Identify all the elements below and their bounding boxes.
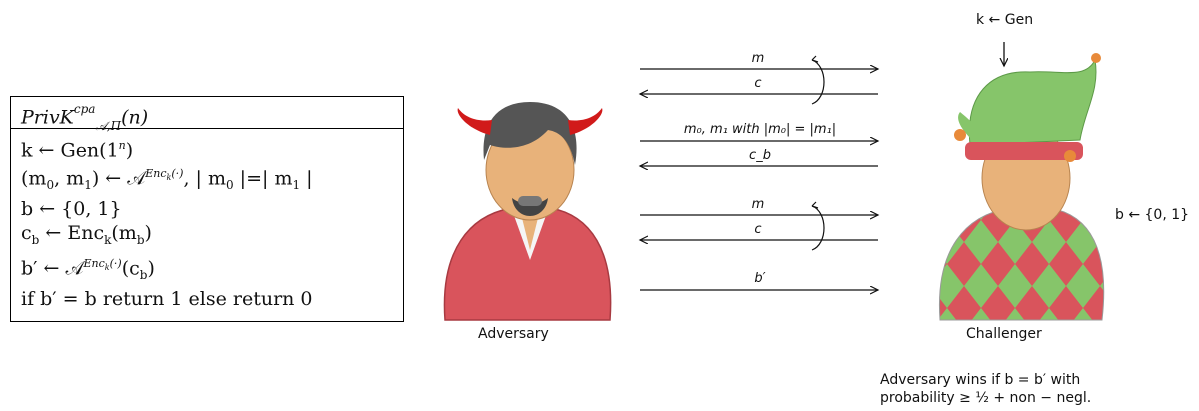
line-sub: b [139,268,148,283]
protocol-diagram: m c m₀, m₁ with |m₀| = |m₁| c_b m c b′ [443,42,1105,321]
experiment-line-challenge: cb ← Enck(mb) [11,221,403,252]
challenger-hat-band [965,142,1083,160]
loop-arc-2-head [811,201,819,209]
label-c1: c [754,76,761,91]
adversary-hair [483,102,577,165]
experiment-line-query: (m0, m1) ← 𝒜Enck(·), | m0 |=| m1 | [11,162,403,197]
loop-arc-2 [811,205,825,251]
line-sup: Enck(·) [145,167,184,183]
line-text: k ← Gen(1 [21,139,119,162]
line-text: (m [111,222,137,245]
win-condition-line2: probability ≥ ½ + non − negl. [880,390,1092,406]
line-text: , m [54,167,85,190]
adversary-horn-left [457,108,492,135]
line-sub: k [104,233,112,248]
line-text: ← Enc [39,222,105,245]
line-sub: 0 [226,178,234,193]
key-generation-label: k ← Gen [976,12,1034,28]
line-sub: b [31,233,40,248]
line-text: ) [147,257,155,280]
line-sub: 0 [46,178,55,193]
adversary-mouth [518,196,542,206]
challenger-avatar [938,53,1105,321]
line-sup-end: (·) [171,167,184,181]
experiment-line-return: if b′ = b return 1 else return 0 [11,287,403,311]
line-text: (m [21,167,47,190]
line-sup-sub: k [166,173,172,183]
message-arrows [640,55,878,290]
experiment-title-sup: cpa [73,102,96,116]
label-m1: m [752,51,765,66]
line-text: (c [121,257,140,280]
adversary-beard [512,198,548,216]
adversary-horn-right [568,108,603,135]
line-sup-sub: k [104,263,110,273]
line-text: c [21,222,32,245]
bit-choice-label: b ← {0, 1} [1115,207,1190,223]
line-text: ) ← 𝒜 [91,167,146,190]
line-sub: b [136,233,145,248]
line-text: | [300,167,313,190]
experiment-title: PrivKcpa𝒜,Π(n) [11,97,403,133]
line-text: b′ ← 𝒜 [21,257,84,280]
experiment-title-sub: 𝒜,Π [95,119,122,134]
line-sup-text: Enc [145,167,167,181]
challenger-bell-top [1091,53,1101,63]
win-condition-line1: Adversary wins if b = b′ with [880,372,1081,388]
line-text: , | m [183,167,226,190]
experiment-line-guess: b′ ← 𝒜Enck(·)(cb) [11,252,403,287]
experiment-box: PrivKcpa𝒜,Π(n) k ← Gen(1n) (m0, m1) ← 𝒜E… [10,96,404,322]
line-text: ) [125,139,134,162]
line-sup: n [118,139,126,152]
challenger-hat-tip-left [958,112,980,140]
challenger-bell-left [954,129,966,141]
line-text: b ← {0, 1} [21,198,122,221]
label-m01: m₀, m₁ with |m₀| = |m₁| [684,122,836,137]
label-c2: c [754,222,761,237]
loop-arc-1 [811,59,825,105]
label-cb: c_b [749,148,771,163]
experiment-lines: k ← Gen(1n) (m0, m1) ← 𝒜Enck(·), | m0 |=… [11,129,403,311]
experiment-title-arg: (n) [121,106,149,129]
line-sup: Enck(·) [83,257,122,273]
adversary-label: Adversary [478,326,549,342]
line-sup-text: Enc [83,257,105,271]
label-bprime: b′ [754,271,765,286]
line-sup-end: (·) [109,257,122,271]
line-sub: 1 [292,178,301,193]
line-sub: 1 [84,178,92,193]
loop-arc-1-head [811,55,819,63]
challenger-label: Challenger [966,326,1042,342]
challenger-bell-right [1064,150,1076,162]
line-text: ) [144,222,152,245]
line-text: |=| m [233,167,293,190]
experiment-line-bit: b ← {0, 1} [11,197,403,221]
adversary-avatar [443,102,612,321]
experiment-title-base: PrivK [21,106,74,129]
label-m2: m [752,197,765,212]
challenger-hat [968,58,1097,146]
line-text: if b′ = b return 1 else return 0 [21,288,313,311]
experiment-line-keygen: k ← Gen(1n) [11,134,403,162]
